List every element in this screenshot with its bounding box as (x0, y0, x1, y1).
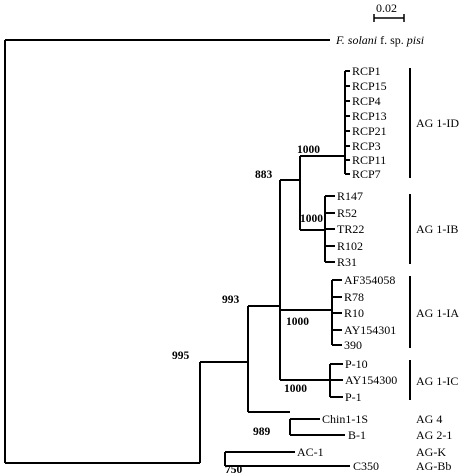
clade-ag1ic-tips (330, 363, 343, 398)
taxon-rcp1: RCP1 (352, 64, 381, 78)
taxon-c350: C350 (353, 459, 379, 473)
group-ag1ic: AG 1-IC (416, 374, 458, 388)
bootstrap-1000-ag1id: 1000 (297, 144, 320, 156)
taxon-rcp3: RCP3 (352, 139, 381, 153)
taxon-labels: RCP1 RCP15 RCP4 RCP13 RCP21 RCP3 RCP11 R… (297, 64, 397, 473)
group-labels: AG 1-ID AG 1-IB AG 1-IA AG 1-IC AG 4 AG … (416, 116, 459, 473)
taxon-b1: B-1 (348, 428, 366, 442)
taxon-r10: R10 (344, 306, 364, 320)
taxon-tr22: TR22 (337, 222, 364, 236)
taxon-outgroup: F. solani f. sp. pisi (335, 33, 424, 47)
clade-ag1id-tips (345, 70, 350, 175)
group-ag1ia: AG 1-IA (416, 306, 459, 320)
taxon-r52: R52 (337, 206, 357, 220)
group-ag1id: AG 1-ID (416, 116, 459, 130)
taxon-p1: P-1 (345, 390, 362, 404)
group-ag21: AG 2-1 (416, 428, 452, 442)
taxon-r31: R31 (337, 255, 357, 269)
bootstrap-989: 989 (253, 426, 271, 438)
taxon-rcp4: RCP4 (352, 94, 381, 108)
group-ag1ib: AG 1-IB (416, 222, 458, 236)
taxon-r102: R102 (337, 239, 363, 253)
taxon-rcp11: RCP11 (352, 153, 386, 167)
taxon-ac1: AC-1 (297, 445, 324, 459)
taxon-390: 390 (344, 338, 362, 352)
bootstrap-883: 883 (255, 169, 273, 181)
taxon-rcp13: RCP13 (352, 109, 387, 123)
bootstrap-1000-ag1ia: 1000 (286, 316, 309, 328)
scale-bar-label: 0.02 (376, 1, 397, 15)
taxon-ay154300: AY154300 (345, 373, 397, 387)
clade-ag1ia-tips (332, 279, 342, 346)
taxon-p10: P-10 (345, 357, 368, 371)
tree-branches (4, 39, 411, 467)
taxon-r78: R78 (344, 290, 364, 304)
scale-bar: 0.02 (373, 1, 405, 22)
taxon-rcp7: RCP7 (352, 167, 381, 181)
bootstrap-993: 993 (222, 294, 240, 306)
bootstrap-1000-ag1ic: 1000 (284, 383, 307, 395)
taxon-rcp15: RCP15 (352, 79, 387, 93)
scale-bar-line (373, 14, 405, 22)
bootstrap-750: 750 (225, 464, 243, 474)
taxon-ay154301: AY154301 (344, 323, 396, 337)
group-agk: AG-K (416, 445, 446, 459)
taxon-af354058: AF354058 (344, 273, 395, 287)
clade-ag1ib-tips (325, 195, 335, 263)
bootstrap-values: 995 993 883 1000 1000 1000 1000 989 750 (172, 144, 323, 474)
bootstrap-995: 995 (172, 350, 190, 362)
group-ag4: AG 4 (416, 412, 442, 426)
taxon-chin1: Chin1-1S (322, 412, 368, 426)
taxon-rcp21: RCP21 (352, 124, 387, 138)
group-agbb: AG-Bb (416, 459, 451, 473)
bootstrap-1000-ag1ib: 1000 (300, 213, 323, 225)
taxon-r147: R147 (337, 189, 363, 203)
